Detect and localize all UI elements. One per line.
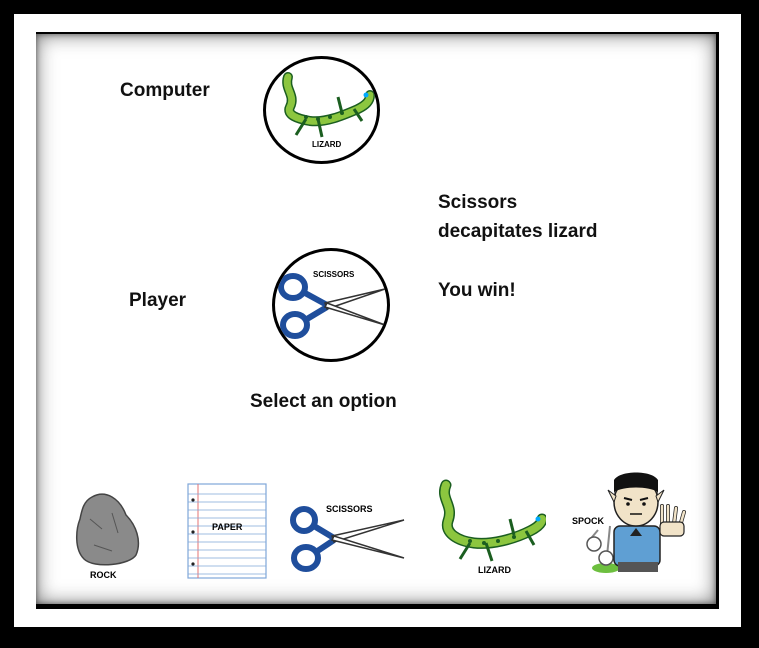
option-lizard[interactable]: LIZARD — [434, 479, 546, 579]
computer-label: Computer — [120, 80, 210, 101]
player-choice-text: SCISSORS — [313, 270, 355, 279]
option-spock[interactable]: SPOCK — [570, 466, 688, 578]
option-paper[interactable]: PAPER — [186, 482, 270, 580]
result-line-2: decapitates lizard — [438, 221, 598, 242]
option-lizard-text: LIZARD — [478, 565, 511, 575]
option-scissors[interactable]: SCISSORS — [288, 496, 408, 574]
lizard-icon: LIZARD — [282, 72, 375, 149]
player-label: Player — [129, 290, 187, 311]
rock-icon: ROCK — [76, 493, 140, 580]
result-line-1: Scissors — [438, 192, 518, 213]
spock-icon: SPOCK — [572, 472, 686, 573]
option-paper-text: PAPER — [212, 522, 243, 532]
scissors-icon: SCISSORS — [290, 504, 405, 572]
option-rock[interactable]: ROCK — [72, 489, 146, 581]
game-board: Computer LIZARD Scissors decapitates liz… — [36, 34, 716, 604]
result-outcome: You win! — [438, 280, 516, 301]
option-spock-text: SPOCK — [572, 516, 605, 526]
option-rock-text: ROCK — [90, 570, 117, 580]
option-scissors-text: SCISSORS — [326, 504, 373, 514]
scissors-icon: SCISSORS — [278, 270, 386, 339]
computer-choice-text: LIZARD — [312, 140, 342, 149]
paper-icon: PAPER — [187, 483, 267, 579]
player-choice: SCISSORS — [272, 248, 390, 362]
select-prompt: Select an option — [250, 391, 397, 412]
lizard-icon: LIZARD — [439, 479, 546, 575]
computer-choice: LIZARD — [263, 56, 380, 164]
